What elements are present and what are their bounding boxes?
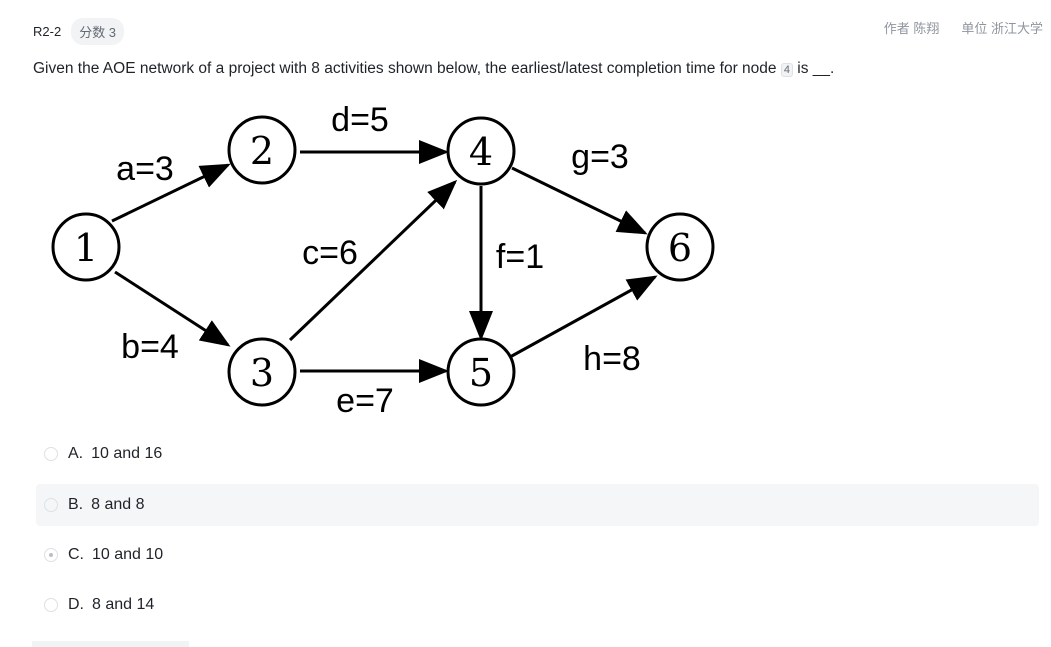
author: 作者 陈翔 (883, 21, 940, 36)
option-letter: C. (68, 546, 84, 563)
edge-label: a=3 (116, 150, 174, 188)
edge-label: b=4 (121, 328, 179, 366)
option-text: 8 and 14 (92, 596, 155, 613)
node-label: 1 (74, 226, 98, 270)
node-1 (51, 212, 121, 282)
node-label: 2 (250, 129, 274, 173)
question-text-part: Given the AOE network of a project with … (33, 60, 781, 77)
edge-c (288, 179, 458, 342)
question-meta: 作者 陈翔 单位 浙江大学 (884, 18, 1043, 37)
edge-label: f=1 (496, 238, 544, 276)
edge-h (509, 275, 658, 359)
node-3 (227, 337, 297, 407)
node-code: 4 (780, 63, 793, 77)
edge-g (511, 166, 648, 235)
score-badge: 分数 3 (71, 18, 125, 45)
edge-label: e=7 (336, 382, 394, 420)
option-text: 10 and 16 (91, 445, 163, 462)
option-d[interactable]: D. 8 and 14 (36, 584, 1039, 626)
node-label: 5 (469, 351, 493, 395)
question-text: Given the AOE network of a project with … (33, 60, 834, 78)
node-label: 6 (668, 226, 692, 270)
option-letter: B. (68, 496, 84, 513)
unit: 单位 浙江大学 (961, 21, 1043, 36)
question-id: R2-2 (33, 24, 62, 39)
option-b[interactable]: B. 8 and 8 (36, 484, 1039, 526)
edge-label: g=3 (571, 138, 629, 176)
node-6 (645, 212, 715, 282)
bottom-bar (32, 641, 189, 647)
aoe-network-diagram: 1 2 3 4 5 6 a=3 b=4 c=6 d=5 e=7 f=1 g=3 … (51, 101, 715, 420)
option-a[interactable]: A. 10 and 16 (36, 433, 1039, 475)
option-letter: A. (68, 445, 84, 462)
radio-icon[interactable] (44, 598, 58, 612)
option-text: 8 and 8 (91, 496, 145, 513)
edge-label: h=8 (583, 340, 641, 378)
option-letter: D. (68, 596, 84, 613)
radio-selected-icon[interactable] (44, 548, 58, 562)
node-4 (446, 116, 516, 186)
edge-label: c=6 (302, 234, 358, 272)
question-text-part: is __. (792, 60, 835, 77)
question-header: R2-2 分数 3 (33, 18, 125, 45)
node-2 (227, 115, 297, 185)
edge-b (114, 270, 231, 347)
edge-a (111, 163, 231, 223)
node-label: 4 (469, 130, 493, 174)
edge-label: d=5 (331, 101, 389, 139)
node-5 (446, 337, 516, 407)
node-label: 3 (250, 351, 274, 395)
radio-icon[interactable] (44, 498, 58, 512)
option-text: 10 and 10 (92, 546, 164, 563)
option-c[interactable]: C. 10 and 10 (36, 534, 1039, 576)
radio-icon[interactable] (44, 447, 58, 461)
